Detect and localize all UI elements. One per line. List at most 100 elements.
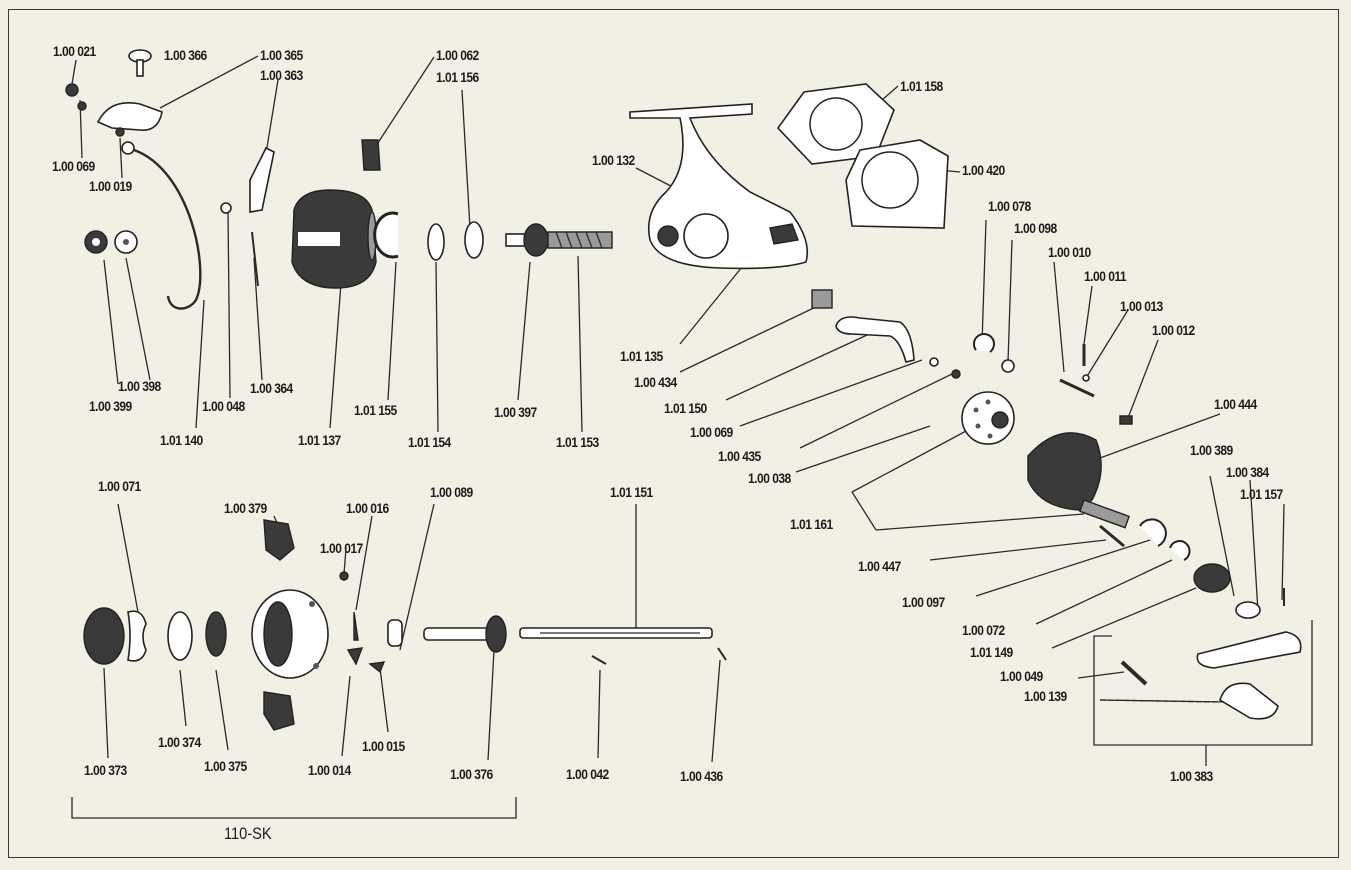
bushing-part [1193,563,1231,593]
ring-washer-part [1235,601,1261,619]
key-pin-part [591,655,607,665]
part-label: 1.00 010 [1048,244,1091,260]
spring-clip-part [127,610,147,662]
part-label: 1.00 038 [748,470,791,486]
bracket-110-sk [71,797,517,819]
clip-small-part [1169,540,1191,561]
part-label: 1.01 154 [408,434,451,450]
lever-part [835,316,915,363]
part-label: 1.01 156 [436,69,479,85]
gasket-part [776,83,895,165]
part-label: 1.00 363 [260,67,303,83]
clip-part [973,333,995,353]
reel-body-part [629,103,809,270]
part-label: 1.01 140 [160,432,203,448]
bearing-part [1139,518,1167,547]
part-label: 1.00 384 [1226,464,1269,480]
part-label: 1.00 364 [250,380,293,396]
part-label: 1.00 097 [902,594,945,610]
spool-shaft-part [423,615,507,653]
part-label: 1.00 021 [53,43,96,59]
part-label: 1.00 389 [1190,442,1233,458]
block-part [811,289,833,309]
fibre-washer-part [167,611,193,661]
part-label: 1.01 158 [900,78,943,94]
main-shaft-part [519,627,713,639]
part-label: 1.00 444 [1214,396,1257,412]
part-label: 1.01 137 [298,432,341,448]
part-label: 1.01 149 [970,644,1013,660]
part-label: 1.01 135 [620,348,663,364]
part-label: 1.00 132 [592,152,635,168]
drag-washer-part [205,611,227,657]
part-label: 1.00 375 [204,758,247,774]
drag-knob-part [83,607,125,665]
spring-washer-part [464,221,484,259]
nut-part [65,83,79,97]
part-label: 1.00 014 [308,762,351,778]
coil-spring-part [361,139,381,171]
part-label: 1.00 012 [1152,322,1195,338]
washer-part [77,101,87,111]
leader-lines [71,55,1285,763]
part-label: 1.00 078 [988,198,1031,214]
tiny-screw-part [339,571,349,581]
part-label: 1.00 015 [362,738,405,754]
part-label: 1.00 398 [118,378,161,394]
handle-screw-part [1120,660,1148,686]
end-pin-part [717,647,727,661]
spring-leaf-part [353,611,359,641]
part-label: 1.00 366 [164,47,207,63]
spool-part [251,589,329,679]
diagram-frame [8,9,1339,858]
bracket-1-00-383 [1093,620,1313,746]
part-label: 1.00 436 [680,768,723,784]
side-cover-part [845,139,949,229]
roller-part [121,141,135,155]
part-label: 1.00 374 [158,734,201,750]
part-label: 1.01 157 [1240,486,1283,502]
screw-small-part [951,369,961,379]
part-label: 1.00 098 [1014,220,1057,236]
part-label: 1.00 365 [260,47,303,63]
bail-arm-part [96,102,163,131]
part-label: 1.00 048 [202,398,245,414]
spring-small-part [1119,415,1133,425]
part-label: 1.00 017 [320,540,363,556]
drive-gear-part [961,391,1015,445]
line-guide-lower-part [263,691,295,731]
washer-small-part [929,357,939,367]
shaft-pin-part [1099,524,1125,548]
part-label: 1.00 379 [224,500,267,516]
part-label: 1.00 139 [1024,688,1067,704]
pawl-small-part [368,661,386,674]
part-label: 1.00 397 [494,404,537,420]
part-label: 1.00 049 [1000,668,1043,684]
part-label: 1.00 069 [690,424,733,440]
part-label: 1.01 153 [556,434,599,450]
pin-part [115,127,125,137]
rotor-part [291,189,377,289]
part-label: 1.00 019 [89,178,132,194]
ring-part [1001,359,1015,373]
circlip-part [373,211,399,259]
small-screw-part [220,202,232,214]
clutch-washer-part [427,223,445,261]
bail-wire-part [133,148,202,310]
spring-part [251,231,259,287]
washers-part [84,230,138,254]
part-label: 1.00 447 [858,558,901,574]
handle-arm-part [1196,631,1302,669]
part-label: 1.00 399 [89,398,132,414]
part-label: 1.00 011 [1084,268,1127,284]
pawl-part [346,647,364,666]
pinion-shaft-part [505,223,613,257]
part-label: 1.00 042 [566,766,609,782]
part-label: 1.00 420 [962,162,1005,178]
part-label: 1.00 434 [634,374,677,390]
part-label: 1.00 069 [52,158,95,174]
gear-housing-part [1027,432,1131,529]
part-label: 1.00 435 [718,448,761,464]
part-label: 1.00 071 [98,478,141,494]
